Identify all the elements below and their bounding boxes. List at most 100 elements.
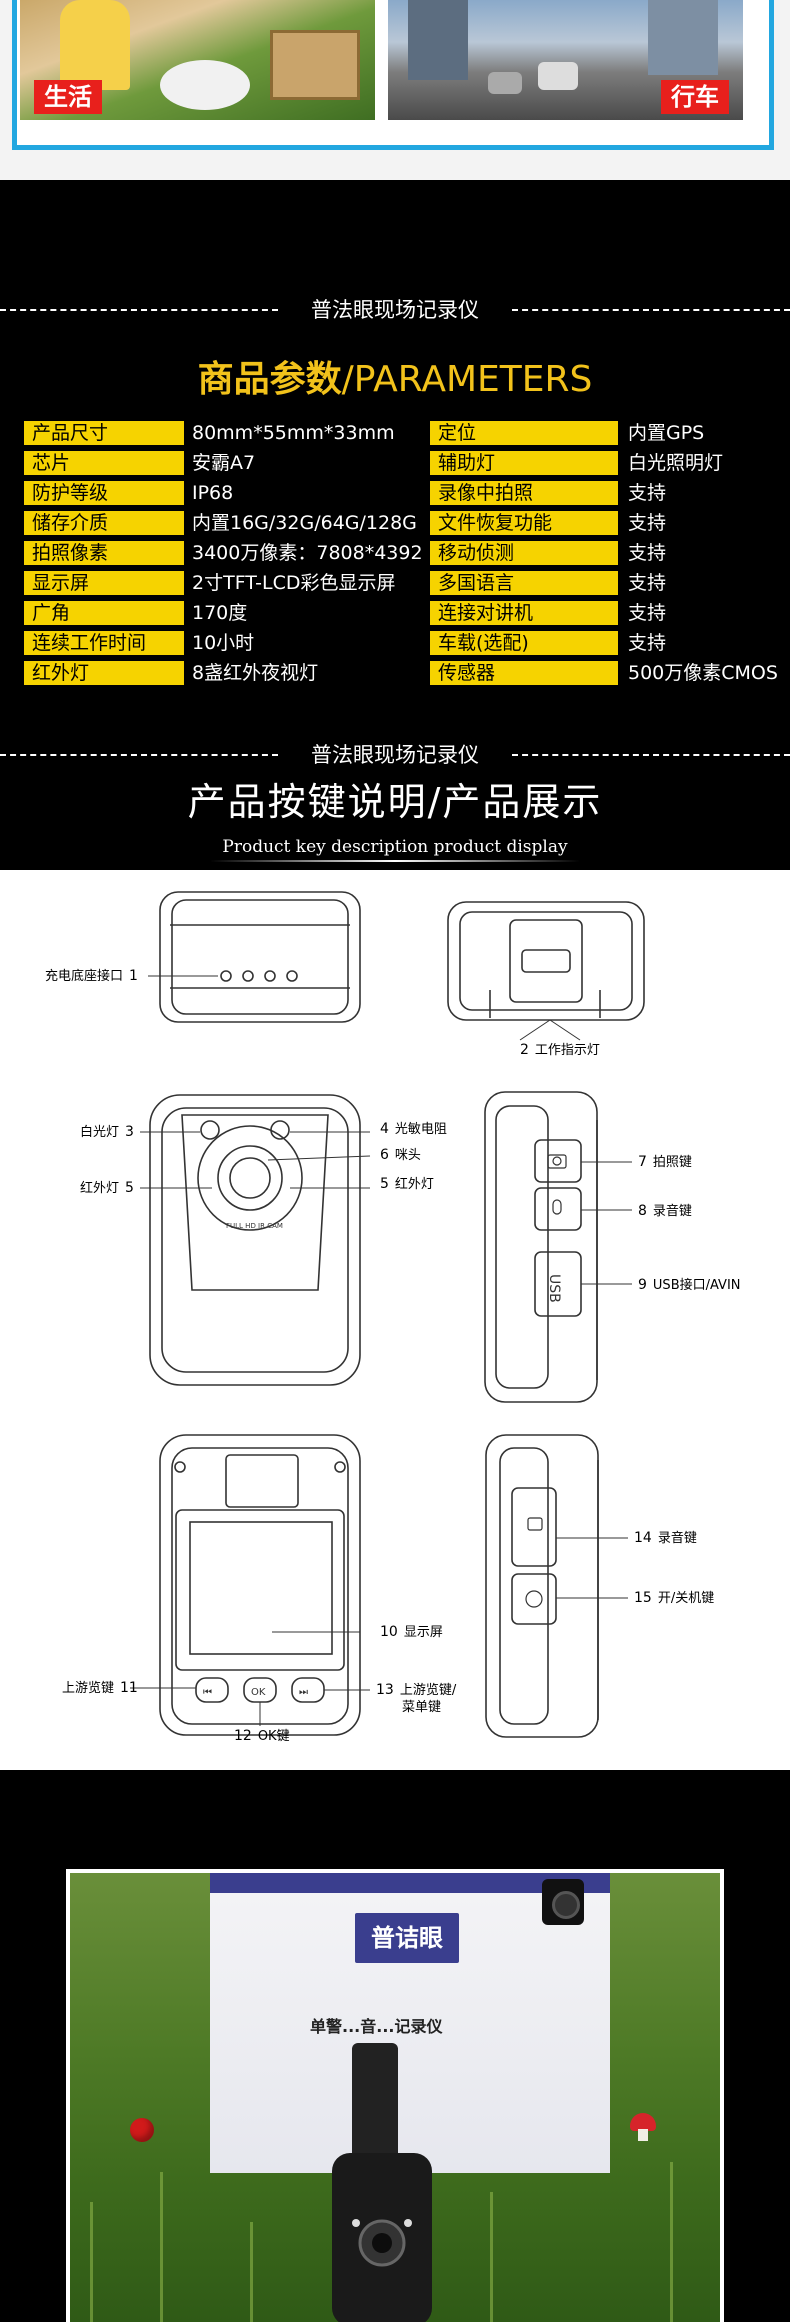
params-title-en: PARAMETERS [353, 359, 593, 400]
life-tag: 生活 [34, 80, 102, 114]
next-key-icon: ⏭ [299, 1687, 308, 1698]
param-value: 支持 [628, 482, 667, 504]
param-value: 支持 [628, 572, 667, 594]
section-divider: 普法眼现场记录仪 [0, 295, 790, 325]
param-value: 支持 [628, 542, 667, 564]
power-icon [525, 1590, 543, 1608]
product-box-band [210, 1873, 610, 1893]
section-title: 普法眼现场记录仪 [311, 743, 479, 767]
param-value: 8盏红外夜视灯 [192, 662, 319, 684]
building-shape [408, 0, 468, 80]
param-key: 显示屏 [24, 571, 184, 595]
camera-icon-lens [552, 1156, 562, 1166]
param-value: 2寸TFT-LCD彩色显示屏 [192, 572, 396, 594]
ok-key-text: OK [251, 1687, 266, 1698]
car-shape [488, 72, 522, 94]
param-key: 多国语言 [430, 571, 618, 595]
param-key: 传感器 [430, 661, 618, 685]
person-shape [60, 0, 130, 90]
params-title-cn: 商品参数 [197, 359, 342, 400]
device-side-view-power [485, 1434, 628, 1738]
top-photo-strip: 生活 行车 [0, 0, 790, 180]
label-13-line2: 菜单键 [402, 1700, 442, 1715]
param-key: 连续工作时间 [24, 631, 184, 655]
car-shape [538, 62, 578, 90]
param-key: 产品尺寸 [24, 421, 184, 445]
param-key: 芯片 [24, 451, 184, 475]
box-caption: 单警...音...记录仪 [310, 2017, 443, 2036]
param-key: 防护等级 [24, 481, 184, 505]
record-icon [527, 1517, 543, 1531]
drive-tag: 行车 [661, 80, 729, 114]
device-drawings: FULL HD IR CAM ⏮ OK ⏭ USB [130, 891, 645, 1738]
param-value: 支持 [628, 512, 667, 534]
param-value: 10小时 [192, 632, 255, 654]
camera-icon [547, 1154, 567, 1169]
param-key: 储存介质 [24, 511, 184, 535]
param-value: 支持 [628, 632, 667, 654]
prev-key-icon: ⏮ [203, 1687, 212, 1698]
param-value: 80mm*55mm*33mm [192, 422, 395, 444]
device-top-view [447, 901, 645, 1041]
basket-shape [270, 30, 360, 100]
param-key: 移动侦测 [430, 541, 618, 565]
param-value: 内置16G/32G/64G/128G [192, 512, 417, 534]
param-value: 500万像素CMOS [628, 662, 778, 684]
device-front-view [140, 1094, 371, 1386]
param-key: 定位 [430, 421, 618, 445]
body-camera-device [332, 2043, 432, 2322]
param-value: 3400万像素：7808*4392 [192, 542, 423, 564]
mushroom-decoration [630, 2113, 656, 2141]
red-berry [130, 2118, 154, 2142]
param-key: 红外灯 [24, 661, 184, 685]
photo-drive-scene: 行车 [388, 0, 743, 120]
param-key: 车载(选配) [430, 631, 618, 655]
section-title: 普法眼现场记录仪 [311, 298, 479, 322]
keys-subtitle: Product key description product display [222, 837, 568, 857]
mic-icon [552, 1199, 562, 1215]
device-side-view-keys [484, 1091, 632, 1403]
device-bottom-view [148, 891, 361, 1023]
param-value: 170度 [192, 602, 248, 624]
param-key: 录像中拍照 [430, 481, 618, 505]
param-value: 支持 [628, 602, 667, 624]
params-title-sep: / [341, 359, 354, 400]
param-value: 白光照明灯 [628, 452, 724, 474]
params-title: 商品参数/PARAMETERS [0, 355, 790, 405]
section-divider: 普法眼现场记录仪 [0, 740, 790, 770]
device-back-view [130, 1434, 370, 1736]
plate-shape [160, 60, 250, 110]
param-key: 文件恢复功能 [430, 511, 618, 535]
param-key: 拍照像素 [24, 541, 184, 565]
param-value: 内置GPS [628, 422, 705, 444]
lens-text: FULL HD IR CAM [226, 1222, 283, 1230]
param-key: 广角 [24, 601, 184, 625]
param-key: 辅助灯 [430, 451, 618, 475]
keys-title: 产品按键说明/产品展示 [187, 780, 603, 824]
photo-life-scene: 生活 [20, 0, 375, 120]
param-value: 安霸A7 [192, 452, 256, 474]
mini-camera-icon [542, 1879, 584, 1925]
product-photo: 普诘眼 单警...音...记录仪 [66, 1869, 724, 2322]
building-shape [648, 0, 718, 75]
param-key: 连接对讲机 [430, 601, 618, 625]
brand-logo: 普诘眼 [355, 1913, 459, 1963]
usb-port-text: USB [546, 1274, 562, 1303]
